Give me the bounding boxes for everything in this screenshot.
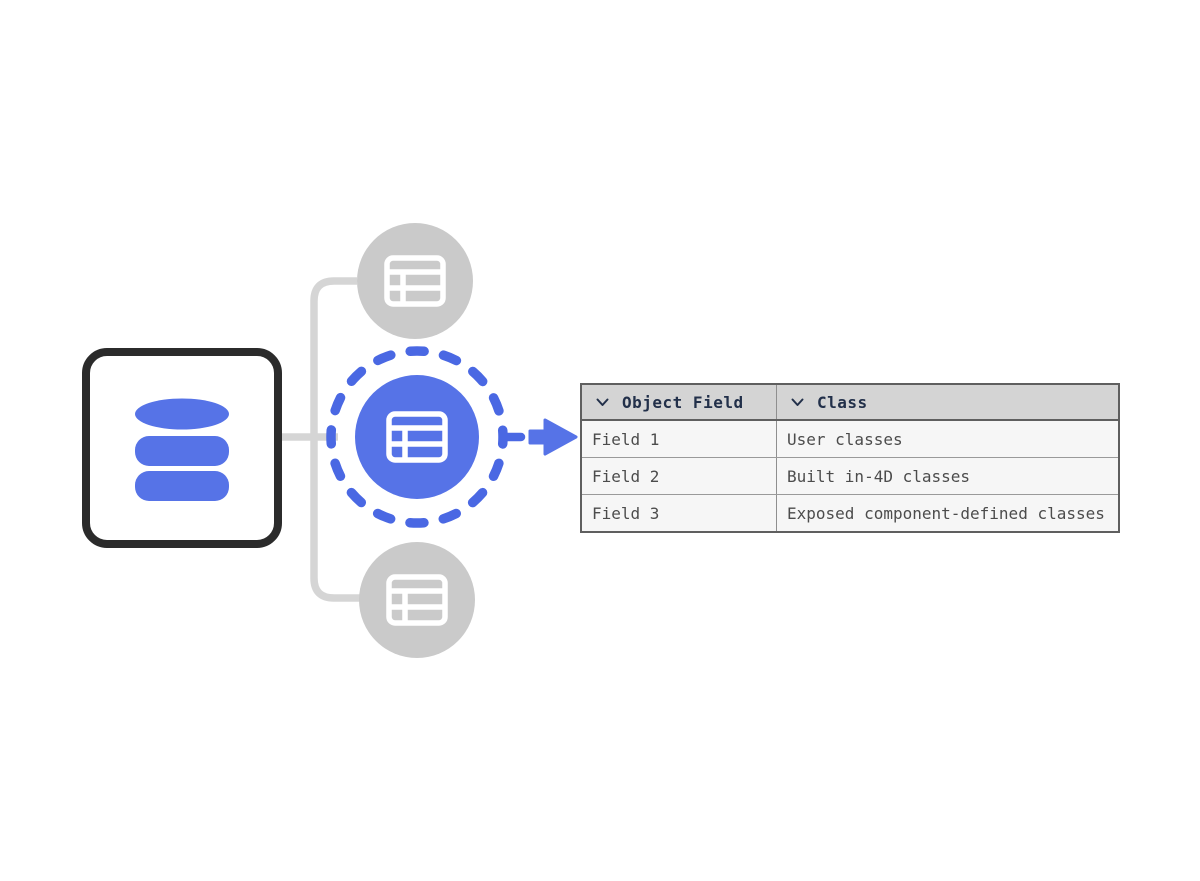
cell-class: User classes: [787, 429, 903, 449]
column-header-class[interactable]: Class: [777, 385, 1118, 419]
column-header-object-field[interactable]: Object Field: [582, 385, 777, 419]
option-node-top-circle[interactable]: [357, 223, 473, 339]
database-node[interactable]: [82, 348, 282, 548]
option-node-bottom[interactable]: [359, 542, 475, 658]
column-header-label: Object Field: [622, 392, 744, 412]
table-header-row: Object Field Class: [582, 385, 1118, 421]
chevron-down-icon[interactable]: [791, 398, 804, 407]
cell-object-field: Field 2: [582, 458, 777, 494]
option-node-selected-circle[interactable]: [355, 375, 479, 499]
option-node-top[interactable]: [357, 223, 473, 339]
result-table: Object Field Class Field 1 User classes …: [580, 383, 1120, 533]
database-icon: [135, 398, 229, 501]
connector-lines: [280, 277, 360, 602]
table-row: Field 1 User classes: [582, 421, 1118, 457]
table-row: Field 3 Exposed component-defined classe…: [582, 494, 1118, 531]
cell-class: Built in-4D classes: [787, 466, 971, 486]
cell-object-field: Field 3: [582, 495, 777, 531]
option-node-selected[interactable]: [326, 346, 526, 528]
chevron-down-icon[interactable]: [596, 398, 609, 407]
cell-class: Exposed component-defined classes: [787, 503, 1105, 523]
column-header-label: Class: [817, 392, 868, 412]
cell-object-field: Field 1: [582, 421, 777, 457]
arrow-right-icon: [528, 418, 578, 456]
option-node-bottom-circle[interactable]: [359, 542, 475, 658]
table-row: Field 2 Built in-4D classes: [582, 457, 1118, 494]
